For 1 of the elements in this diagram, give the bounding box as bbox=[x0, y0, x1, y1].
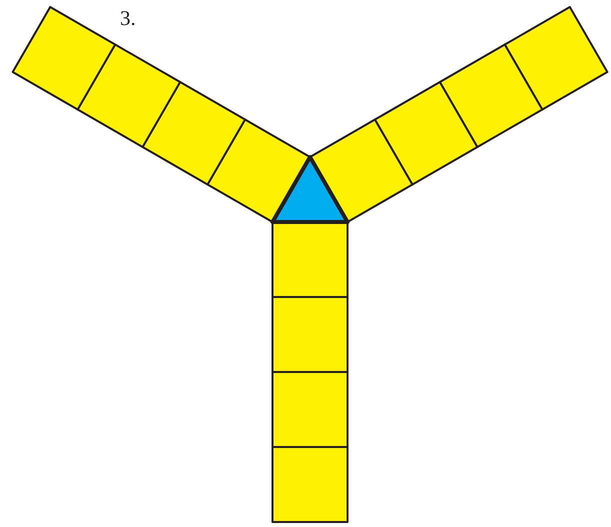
problem-number: 3. bbox=[120, 6, 136, 31]
